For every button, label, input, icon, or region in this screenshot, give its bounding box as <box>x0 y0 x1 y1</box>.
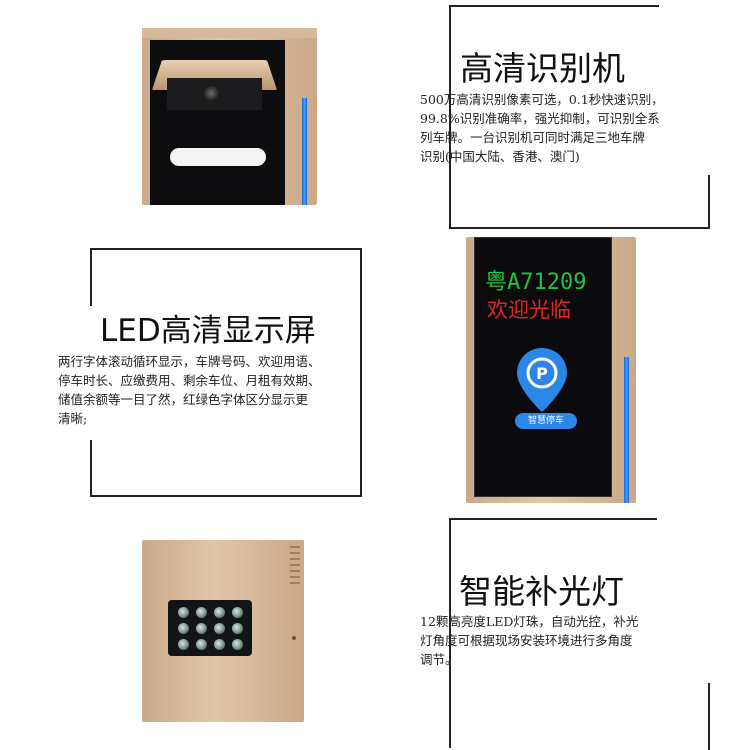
camera-frame-bottom <box>449 227 709 229</box>
led-desc-line: 储值余额等一目了然，红绿色字体区分显示更 <box>58 392 309 407</box>
camera-device-top-edge <box>142 28 317 38</box>
led-title: LED高清显示屏 <box>100 313 316 349</box>
led-bead-icon <box>196 623 207 634</box>
light-desc-line: 调节。 <box>420 652 458 667</box>
led-desc-line: 停车时长、应缴费用、剩余车位、月租有效期、 <box>58 373 321 388</box>
led-bead-icon <box>196 607 207 618</box>
parking-logo-letter: P <box>536 364 548 383</box>
led-bead-icon <box>214 623 225 634</box>
camera-frame-right <box>708 175 710 229</box>
camera-frame-left <box>449 5 451 228</box>
camera-blue-strip <box>302 98 307 205</box>
led-bead-icon <box>232 623 243 634</box>
led-bead-icon <box>178 639 189 650</box>
camera-desc-line: 500万高清识别像素可选，0.1秒快速识别， <box>420 92 664 107</box>
led-bead-panel <box>168 600 252 656</box>
light-vent <box>290 546 300 586</box>
led-device-blue-strip <box>624 357 629 503</box>
camera-desc-line: 99.8%识别准确率，强光抑制，可识别全系 <box>420 111 660 126</box>
parking-caption-text: 智慧停车 <box>527 416 564 426</box>
led-frame-right <box>360 248 362 496</box>
light-title: 智能补光灯 <box>459 572 624 611</box>
led-bead-icon <box>178 607 189 618</box>
led-description: 两行字体滚动循环显示，车牌号码、欢迎用语、 停车时长、应缴费用、剩余车位、月租有… <box>58 352 358 428</box>
led-frame-top <box>90 248 362 250</box>
led-bead-icon <box>214 639 225 650</box>
light-description: 12颗高亮度LED灯珠，自动光控，补光 灯角度可根据现场安装环境进行多角度 调节… <box>420 612 720 669</box>
parking-pin-svg: P <box>517 348 567 412</box>
light-frame-left <box>449 518 451 748</box>
led-desc-line: 两行字体滚动循环显示，车牌号码、欢迎用语、 <box>58 354 321 369</box>
led-bead-icon <box>232 607 243 618</box>
fill-light-device <box>142 540 304 722</box>
led-display-device: 粤A71209 欢迎光临 P 智慧停车 <box>466 237 636 503</box>
led-bead-icon <box>178 623 189 634</box>
camera-frame-top <box>449 5 659 7</box>
led-bead-icon <box>232 639 243 650</box>
camera-fill-light-bar <box>170 148 266 166</box>
parking-caption-badge: 智慧停车 <box>515 413 577 429</box>
recognition-camera-device <box>142 28 317 205</box>
parking-pin-icon: P <box>515 346 569 412</box>
light-screw-icon <box>292 636 296 640</box>
light-desc-line: 12颗高亮度LED灯珠，自动光控，补光 <box>420 614 639 629</box>
light-frame-top <box>449 518 657 520</box>
light-desc-line: 灯角度可根据现场安装环境进行多角度 <box>420 633 633 648</box>
led-frame-bottom <box>90 495 362 497</box>
camera-description: 500万高清识别像素可选，0.1秒快速识别， 99.8%识别准确率，强光抑制，可… <box>420 90 740 166</box>
light-frame-right <box>708 683 710 750</box>
led-desc-line: 清晰; <box>58 411 88 426</box>
led-bead-icon <box>214 607 225 618</box>
led-welcome-text: 欢迎光临 <box>487 298 571 322</box>
led-screen: 粤A71209 欢迎光临 P 智慧停车 <box>474 237 612 497</box>
camera-lens-icon <box>204 86 220 102</box>
led-frame-left-lower <box>90 440 92 496</box>
camera-desc-line: 列车牌。一台识别机可同时满足三地车牌 <box>420 130 646 145</box>
camera-desc-line: 识别(中国大陆、香港、澳门) <box>420 149 580 164</box>
led-bead-icon <box>196 639 207 650</box>
led-frame-left <box>90 248 92 306</box>
camera-title: 高清识别机 <box>460 49 625 88</box>
led-plate-number: 粤A71209 <box>485 270 587 295</box>
